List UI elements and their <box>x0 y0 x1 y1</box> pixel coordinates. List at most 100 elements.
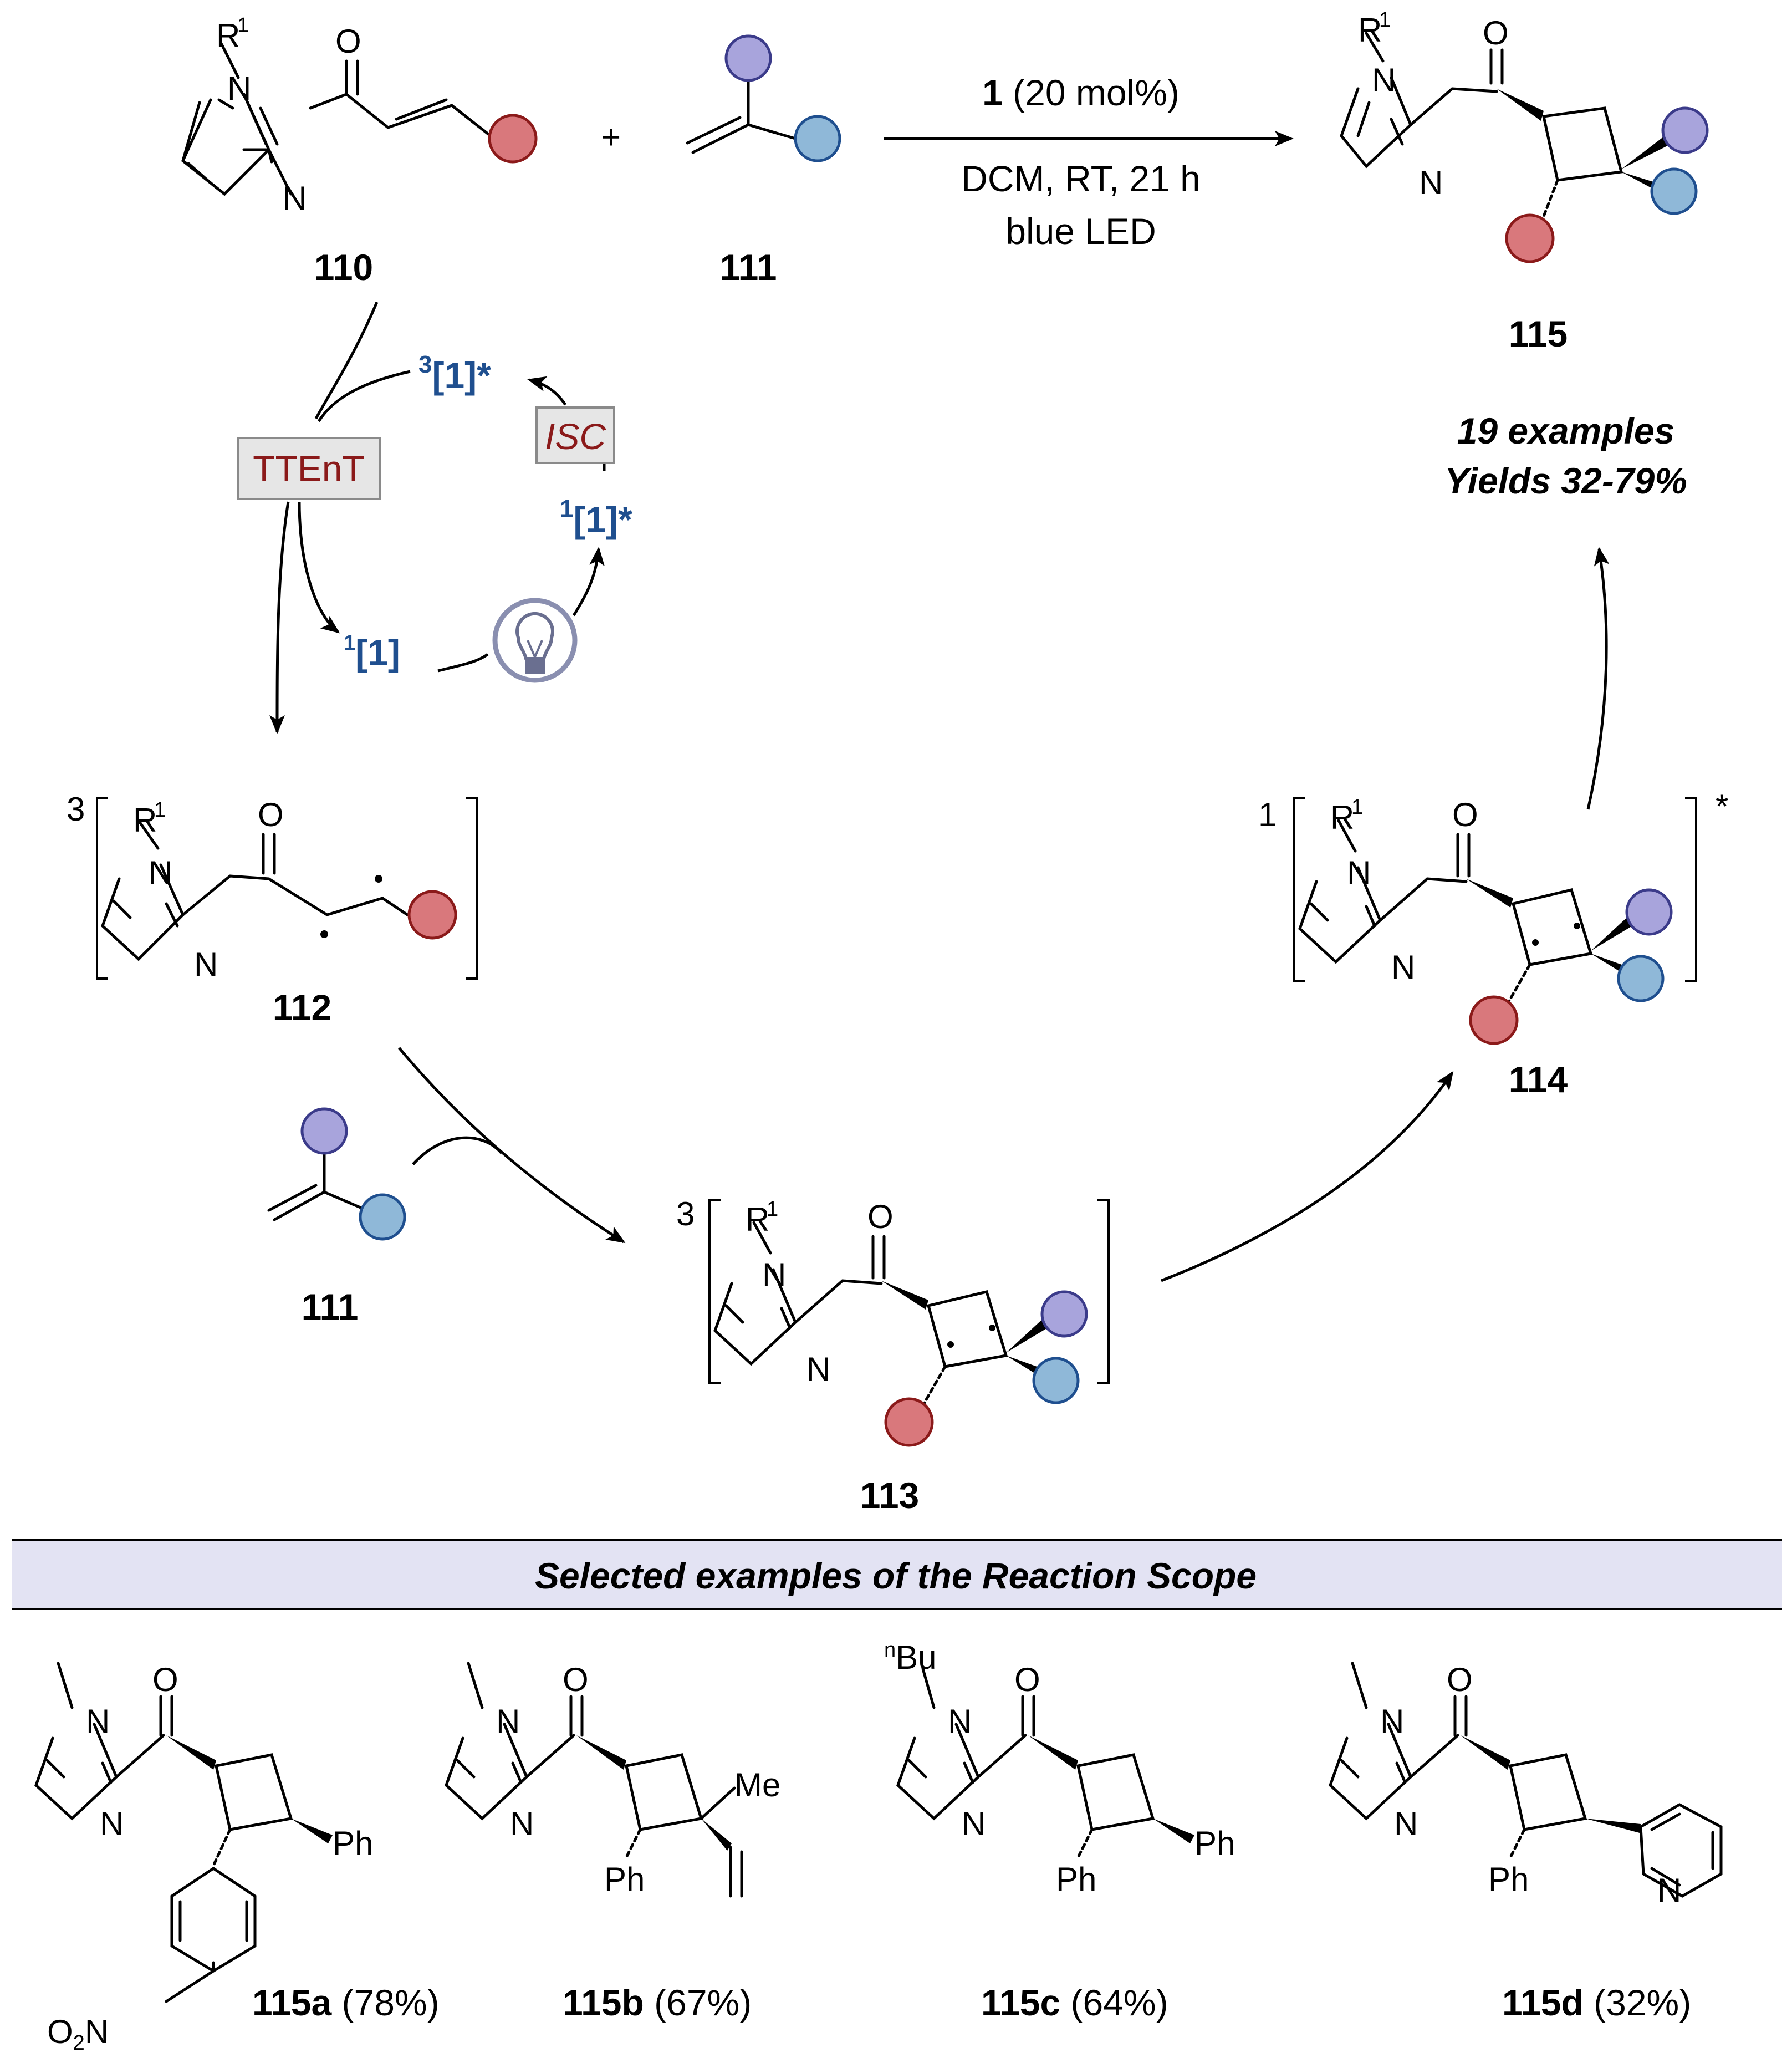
blue-sphere <box>794 115 841 162</box>
compound-label: 115 <box>1509 313 1568 354</box>
purple-sphere <box>300 1107 348 1155</box>
multiplicity-star: * <box>1716 788 1728 825</box>
scope-example-115d: N N O Ph N 115d (32%) <box>1329 1661 1723 2023</box>
blue-sphere <box>1650 167 1698 215</box>
atom-sup: 1 <box>154 798 166 822</box>
example-label: 115d <box>1502 1982 1584 2023</box>
tten-t-label: TTEnT <box>253 448 365 489</box>
atom-N: N <box>806 1351 830 1388</box>
svg-text:3[1]*: 3[1]* <box>418 351 491 396</box>
atom-N: N <box>283 180 307 217</box>
example-yield: (67%) <box>644 1982 752 2023</box>
atom-sup: 1 <box>1351 796 1363 819</box>
scope-example-115a: N N O Ph O2N 115a (78%) <box>34 1661 440 2055</box>
arrow-112-to-113 <box>398 1047 626 1244</box>
red-sphere <box>1505 213 1555 263</box>
atom-O: O <box>152 1661 178 1698</box>
blue-sphere <box>359 1193 406 1241</box>
atom-Bu: Bu <box>896 1639 936 1676</box>
arrow-114-to-115 <box>1586 547 1610 810</box>
ground-state-label: [1] <box>355 632 400 673</box>
compound-110: R 1 N N O 110 <box>181 14 538 288</box>
scope-header-bar <box>12 1541 1782 1608</box>
atom-N: N <box>1372 62 1396 99</box>
triplet-sup: 3 <box>418 351 432 378</box>
atom-N: N <box>1419 164 1443 201</box>
catalyst-loading: (20 mol%) <box>1003 72 1180 113</box>
compound-115: R 1 N N O 115 <box>1340 8 1709 354</box>
atom-N: N <box>1391 949 1415 986</box>
atom-O: O <box>1483 14 1509 52</box>
compound-label: 112 <box>273 987 331 1028</box>
atom-sup: n <box>884 1638 896 1662</box>
svg-text:115a (78%): 115a (78%) <box>252 1982 440 2023</box>
multiplicity: 3 <box>67 791 85 828</box>
conditions-line-2: DCM, RT, 21 h <box>961 158 1201 199</box>
svg-text:115d (32%): 115d (32%) <box>1502 1982 1691 2023</box>
example-label: 115a <box>252 1982 332 2023</box>
atom-N: N <box>962 1805 986 1842</box>
svg-text:1[1]: 1[1] <box>344 631 400 673</box>
compound-label: 111 <box>302 1286 359 1327</box>
compound-111: 111 <box>267 1107 406 1327</box>
conditions-line-3: blue LED <box>1005 211 1156 252</box>
atom-O: O <box>867 1198 894 1235</box>
atom-sup: 1 <box>237 14 249 37</box>
atom-N: N <box>86 1703 110 1740</box>
atom-N: N <box>100 1805 124 1842</box>
lightbulb-icon <box>492 598 578 683</box>
atom-N: N <box>85 2013 109 2050</box>
example-yield: (32%) <box>1584 1982 1691 2023</box>
atom-R: R <box>133 802 157 839</box>
purple-sphere <box>1661 106 1709 154</box>
scope-header: Selected examples of the Reaction Scope <box>535 1555 1257 1596</box>
purple-sphere <box>1625 888 1673 936</box>
compound-label: 114 <box>1509 1059 1568 1100</box>
isc-label: ISC <box>545 416 606 457</box>
examples-count: 19 examples <box>1457 410 1675 451</box>
multiplicity: 3 <box>676 1195 695 1232</box>
atom-O: O <box>1447 1661 1473 1698</box>
isc-box <box>535 406 615 464</box>
atom-N: N <box>496 1703 520 1740</box>
reaction-arrow: 1 (20 mol%) DCM, RT, 21 h blue LED <box>884 72 1294 252</box>
atom-R: R <box>1330 799 1354 836</box>
example-yield: (64%) <box>1060 1982 1168 2023</box>
svg-text:1 (20 mol%): 1 (20 mol%) <box>982 72 1180 113</box>
atom-R: R <box>1358 12 1382 49</box>
red-sphere <box>1469 995 1519 1045</box>
atom-Ph: Ph <box>333 1825 373 1862</box>
svg-text:1[1]*: 1[1]* <box>560 495 632 540</box>
compound-111: 111 <box>686 34 841 288</box>
triplet-excited-label: [1]* <box>432 355 491 396</box>
atom-Ph: Ph <box>604 1861 645 1898</box>
example-yield: (78%) <box>331 1982 439 2023</box>
scope-example-115b: N N O Me Ph 115b (67%) <box>445 1661 780 2023</box>
blue-sphere <box>1032 1357 1080 1404</box>
intermediate-114: 1 * R 1 N N O 114 <box>1258 788 1728 1100</box>
singlet-excited-label: [1]* <box>573 499 632 540</box>
svg-text:115c (64%): 115c (64%) <box>981 1982 1168 2023</box>
red-sphere <box>407 890 457 940</box>
svg-text:115b (67%): 115b (67%) <box>563 1982 752 2023</box>
atom-N: N <box>948 1703 972 1740</box>
intermediate-112: 3 R 1 N N O 112 <box>67 791 478 1028</box>
compound-label: 110 <box>314 247 373 288</box>
atom-Me: Me <box>734 1766 780 1804</box>
atom-N: N <box>1380 1703 1404 1740</box>
scope-example-115c: N N O nBu Ph Ph 115c (64%) <box>884 1638 1235 2023</box>
catalyst-number: 1 <box>982 72 1003 113</box>
atom-R: R <box>746 1201 769 1238</box>
yield-range: Yields 32-79% <box>1444 460 1687 501</box>
atom-O: O <box>258 796 284 833</box>
atom-O: O <box>47 2013 73 2050</box>
plus-sign: + <box>601 119 621 156</box>
atom-N: N <box>762 1256 786 1293</box>
atom-R: R <box>216 17 240 54</box>
example-label: 115b <box>563 1982 644 2023</box>
purple-sphere <box>724 34 772 82</box>
intermediate-113: 3 R 1 N N O 113 <box>676 1195 1110 1516</box>
atom-N: N <box>1394 1805 1418 1842</box>
arrow-113-to-114 <box>1161 1071 1454 1282</box>
